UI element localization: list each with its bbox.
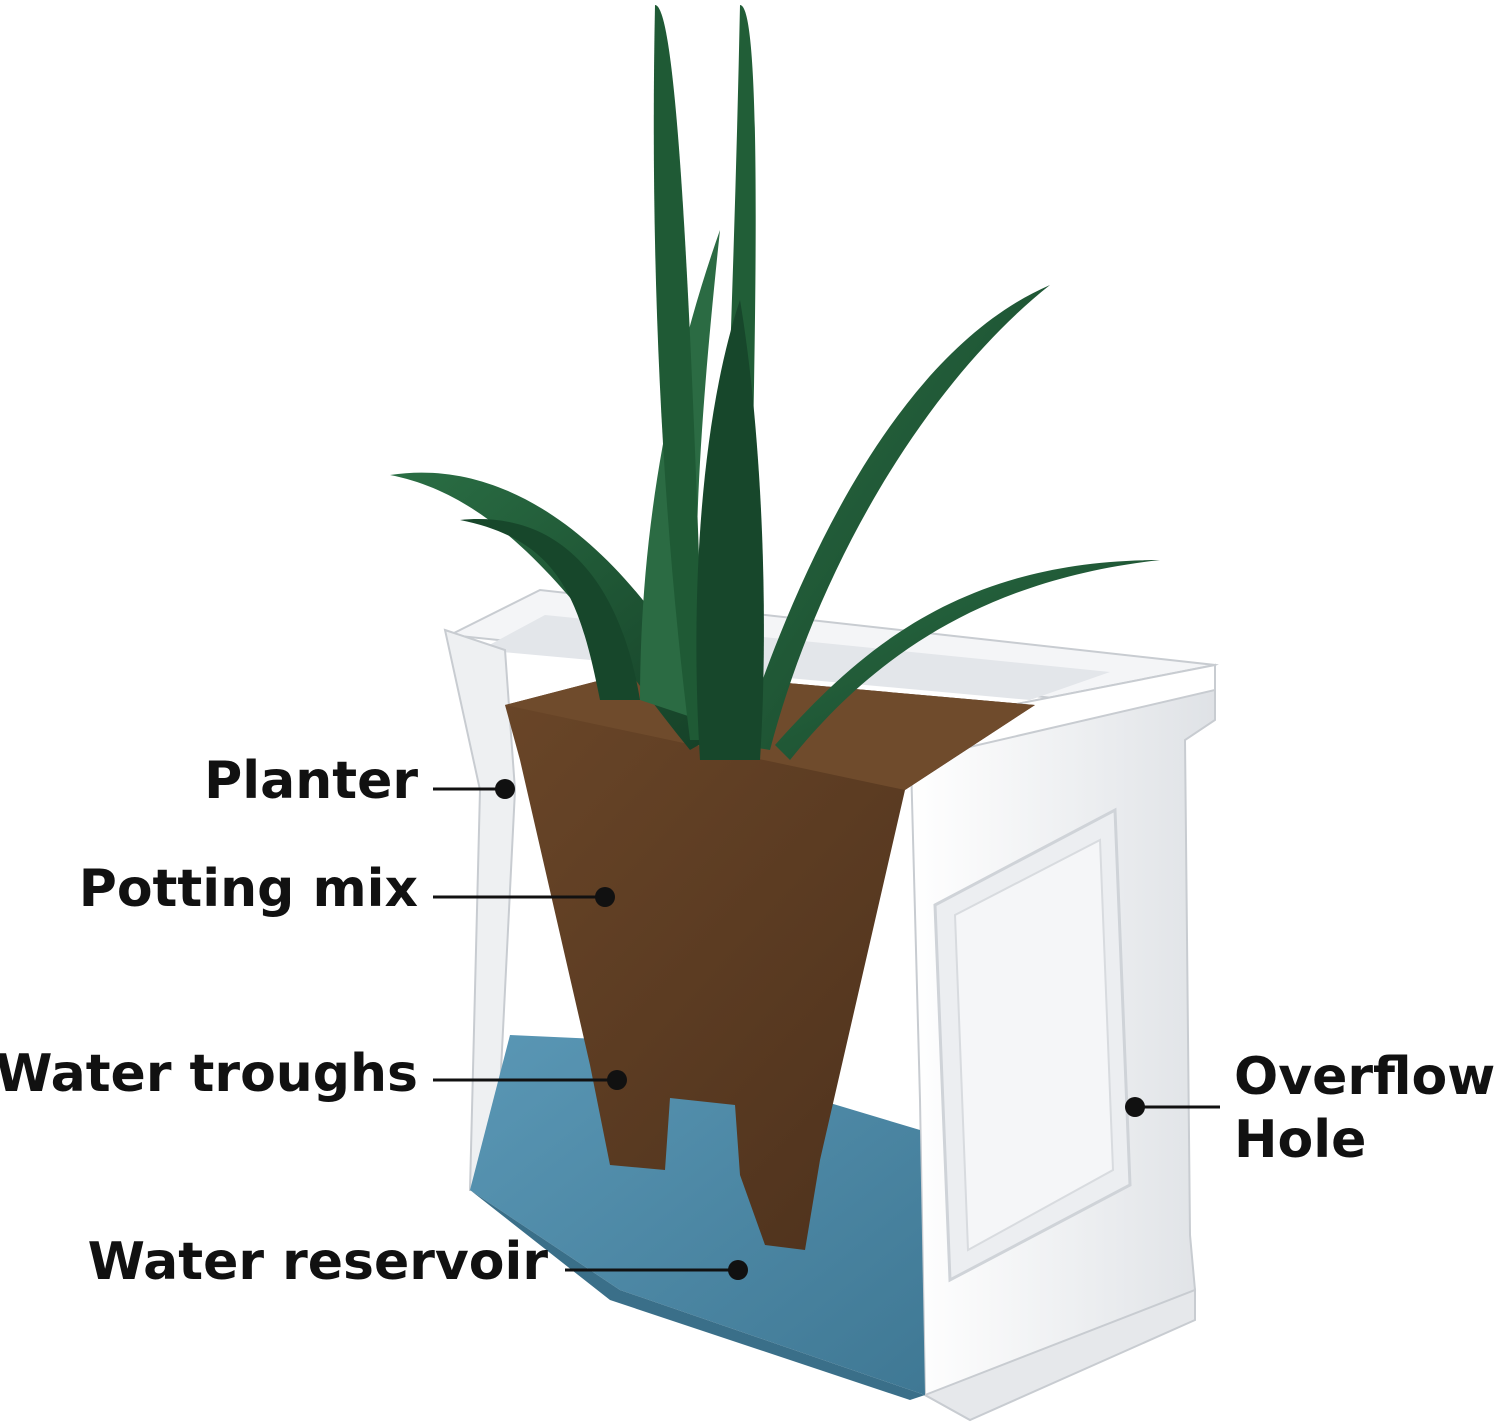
overflow-hole-label: Overflow Hole [1234, 1046, 1495, 1173]
water-reservoir-callout-dot [728, 1260, 748, 1280]
plant [390, 5, 1160, 760]
planter-label: Planter [204, 751, 418, 811]
overflow-hole-label-line1: Overflow [1234, 1047, 1496, 1107]
water-troughs-callout-dot [607, 1070, 627, 1090]
callout-dots [495, 779, 1145, 1280]
callout-lines [433, 787, 1220, 1272]
water-reservoir-label: Water reservoir [87, 1232, 548, 1292]
potting-mix-label: Potting mix [78, 859, 418, 919]
water-troughs-label: Water troughs [0, 1044, 418, 1104]
overflow-hole-callout-dot [1125, 1097, 1145, 1117]
potting-mix-callout-dot [595, 887, 615, 907]
planter-callout-dot [495, 779, 515, 799]
overflow-hole-label-line2: Hole [1234, 1110, 1367, 1171]
